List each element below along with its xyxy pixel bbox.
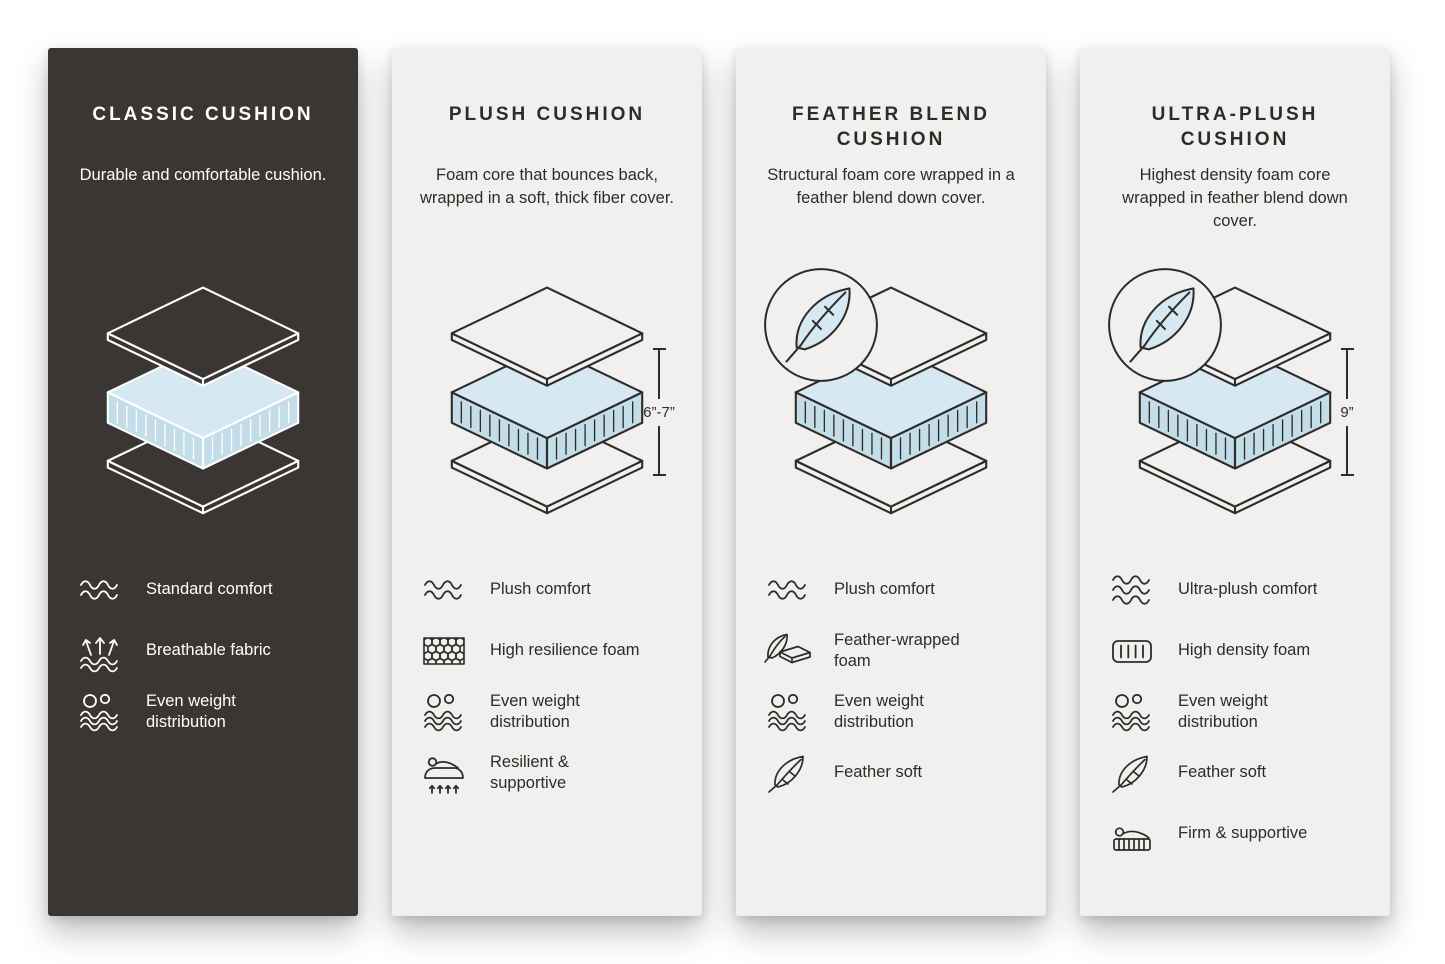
cushion-diagram (74, 250, 332, 550)
ultra-plush-waves-icon (1106, 568, 1158, 612)
feature-label: Breathable fabric (146, 641, 271, 660)
cushion-diagram: 9” (1106, 250, 1364, 550)
feather-wrapped-foam-icon (762, 629, 814, 673)
feature-list: Standard comfort Breathable fabric Even … (74, 566, 332, 736)
dimension-label: 9” (1340, 403, 1354, 421)
feature-label: Standard comfort (146, 580, 273, 599)
dimension-tick-bottom (1340, 474, 1354, 477)
feature-label: Even weight distribution (146, 691, 236, 731)
card-description: Durable and comfortable cushion. (79, 166, 327, 184)
feature-row: Even weight distribution (1106, 688, 1364, 736)
card-title: ULTRA-PLUSH CUSHION (1151, 104, 1319, 151)
feature-label: Resilient & supportive (490, 752, 569, 792)
layered-cushion-illustration (423, 280, 671, 518)
dimension-tick-top (1340, 348, 1354, 351)
dimension-line (658, 425, 660, 474)
feature-label: Even weight distribution (490, 691, 580, 731)
even-weight-icon (418, 690, 470, 734)
feather-badge-icon (1104, 264, 1226, 386)
card-description: Highest density foam core wrapped in fea… (1122, 166, 1348, 231)
card-ultra-plush-cushion: ULTRA-PLUSH CUSHION Highest density foam… (1080, 48, 1390, 916)
card-classic-cushion: CLASSIC CUSHION Durable and comfortable … (48, 48, 358, 916)
feature-label: High density foam (1178, 641, 1311, 660)
dimension-label: 6”-7” (643, 403, 675, 421)
feature-row: Even weight distribution (74, 688, 332, 736)
feature-row: Feather soft (762, 749, 1020, 797)
feature-row: Resilient & supportive (418, 749, 676, 797)
dimension-tick-bottom (652, 474, 666, 476)
feature-row: High density foam (1106, 627, 1364, 675)
comfort-waves-icon (418, 568, 470, 612)
dimension-line (1346, 350, 1348, 399)
feature-row: Even weight distribution (762, 688, 1020, 736)
feather-badge-icon (760, 264, 882, 386)
comfort-waves-icon (762, 568, 814, 612)
card-plush-cushion: PLUSH CUSHION Foam core that bounces bac… (392, 48, 702, 916)
breathable-fabric-icon (74, 629, 126, 673)
feature-label: Feather soft (1178, 763, 1267, 782)
feature-label: High resilience foam (490, 641, 640, 660)
feature-label: Firm & supportive (1178, 824, 1308, 843)
feature-row: Standard comfort (74, 566, 332, 614)
feature-list: Ultra-plush comfort High density foam Ev… (1106, 566, 1364, 858)
dimension-line (658, 350, 660, 399)
feature-list: Plush comfort Feather-wrapped foam Even … (762, 566, 1020, 797)
card-title: CLASSIC CUSHION (92, 104, 314, 125)
card-feather-blend-cushion: FEATHER BLEND CUSHION Structural foam co… (736, 48, 1046, 916)
feature-row: Ultra-plush comfort (1106, 566, 1364, 614)
feature-label: Even weight distribution (834, 691, 924, 732)
dimension-line (1346, 425, 1348, 475)
cushion-comparison-board: CLASSIC CUSHION Durable and comfortable … (48, 48, 1390, 916)
dimension-tick-top (652, 348, 666, 350)
resilient-supportive-icon (418, 751, 470, 795)
layered-cushion-illustration (79, 280, 327, 518)
feature-label: Plush comfort (490, 580, 591, 599)
card-title: PLUSH CUSHION (448, 104, 646, 125)
feature-row: Firm & supportive (1106, 810, 1364, 858)
feature-row: Breathable fabric (74, 627, 332, 675)
feature-label: Even weight distribution (1178, 691, 1268, 732)
feature-label: Plush comfort (834, 580, 935, 599)
firm-supportive-icon (1106, 812, 1158, 856)
cushion-diagram (762, 250, 1020, 550)
feather-soft-icon (1106, 751, 1158, 795)
even-weight-icon (74, 690, 126, 734)
feature-row: Plush comfort (762, 566, 1020, 614)
card-description: Foam core that bounces back, wrapped in … (419, 166, 675, 208)
high-resilience-foam-icon (418, 629, 470, 673)
feature-label: Feather soft (834, 763, 923, 782)
card-description: Structural foam core wrapped in a feathe… (767, 166, 1015, 208)
feature-list: Plush comfort High resilience foam Even … (418, 566, 676, 797)
height-dimension: 9” (1324, 348, 1370, 477)
comfort-waves-icon (74, 568, 126, 612)
feature-row: Plush comfort (418, 566, 676, 614)
feature-row: High resilience foam (418, 627, 676, 675)
card-title: FEATHER BLEND CUSHION (791, 104, 991, 151)
feature-label: Feather-wrapped foam (834, 630, 960, 671)
feature-row: Even weight distribution (418, 688, 676, 736)
high-density-foam-icon (1106, 629, 1158, 673)
cushion-diagram: 6”-7” (418, 250, 676, 550)
feature-row: Feather soft (1106, 749, 1364, 797)
feather-soft-icon (762, 751, 814, 795)
even-weight-icon (762, 690, 814, 734)
even-weight-icon (1106, 690, 1158, 734)
height-dimension: 6”-7” (636, 348, 682, 476)
feature-row: Feather-wrapped foam (762, 627, 1020, 675)
feature-label: Ultra-plush comfort (1178, 580, 1318, 599)
